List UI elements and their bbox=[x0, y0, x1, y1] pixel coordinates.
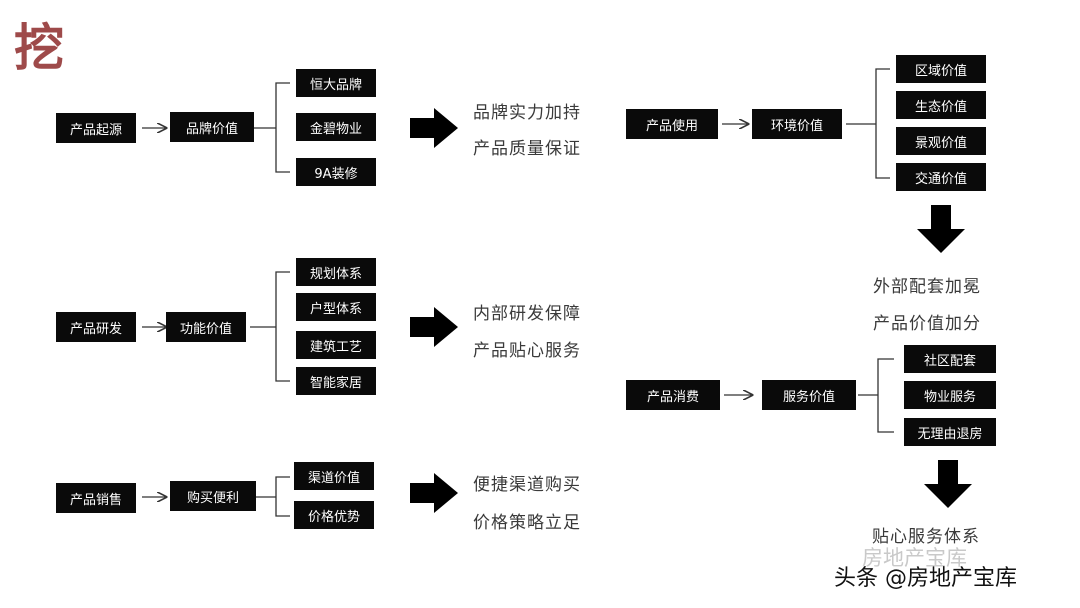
value-box: 环境价值 bbox=[752, 109, 842, 139]
outcome-text: 贴心服务体系 bbox=[872, 527, 980, 547]
item-box: 渠道价值 bbox=[294, 462, 374, 490]
big-arrow-right-3 bbox=[410, 473, 458, 513]
big-arrow-down-1 bbox=[917, 205, 965, 253]
item-box: 无理由退房 bbox=[904, 418, 996, 446]
item-box: 户型体系 bbox=[296, 293, 376, 321]
value-box: 购买便利 bbox=[170, 481, 256, 511]
item-box: 生态价值 bbox=[896, 91, 986, 119]
outcome-text: 内部研发保障 bbox=[473, 304, 581, 324]
outcome-text: 便捷渠道购买 bbox=[473, 475, 581, 495]
outcome-text: 产品质量保证 bbox=[473, 139, 581, 159]
outcome-text: 价格策略立足 bbox=[473, 513, 581, 533]
item-box: 智能家居 bbox=[296, 367, 376, 395]
logo-character: 挖 bbox=[14, 18, 64, 77]
watermark-main: 头条 @房地产宝库 bbox=[834, 566, 1017, 591]
item-box: 交通价值 bbox=[896, 163, 986, 191]
big-arrow-right-1 bbox=[410, 108, 458, 148]
outcome-text: 产品价值加分 bbox=[873, 314, 981, 334]
item-box: 区域价值 bbox=[896, 55, 986, 83]
source-box: 产品研发 bbox=[56, 312, 136, 342]
big-arrow-right-2 bbox=[410, 307, 458, 347]
value-box: 服务价值 bbox=[762, 380, 856, 410]
source-box: 产品使用 bbox=[626, 109, 718, 139]
item-box: 金碧物业 bbox=[296, 113, 376, 141]
source-box: 产品起源 bbox=[56, 113, 136, 143]
source-box: 产品销售 bbox=[56, 483, 136, 513]
item-box: 9A装修 bbox=[296, 158, 376, 186]
item-box: 建筑工艺 bbox=[296, 331, 376, 359]
outcome-text: 品牌实力加持 bbox=[473, 103, 581, 123]
watermark-faint: 房地产宝库 bbox=[862, 546, 967, 570]
value-box: 品牌价值 bbox=[170, 112, 254, 142]
item-box: 景观价值 bbox=[896, 127, 986, 155]
item-box: 价格优势 bbox=[294, 501, 374, 529]
item-box: 物业服务 bbox=[904, 381, 996, 409]
big-arrow-down-2 bbox=[924, 460, 972, 508]
outcome-text: 外部配套加冕 bbox=[873, 277, 981, 297]
item-box: 社区配套 bbox=[904, 345, 996, 373]
outcome-text: 产品贴心服务 bbox=[473, 341, 581, 361]
value-box: 功能价值 bbox=[166, 312, 246, 342]
source-box: 产品消费 bbox=[626, 380, 720, 410]
item-box: 恒大品牌 bbox=[296, 69, 376, 97]
item-box: 规划体系 bbox=[296, 258, 376, 286]
